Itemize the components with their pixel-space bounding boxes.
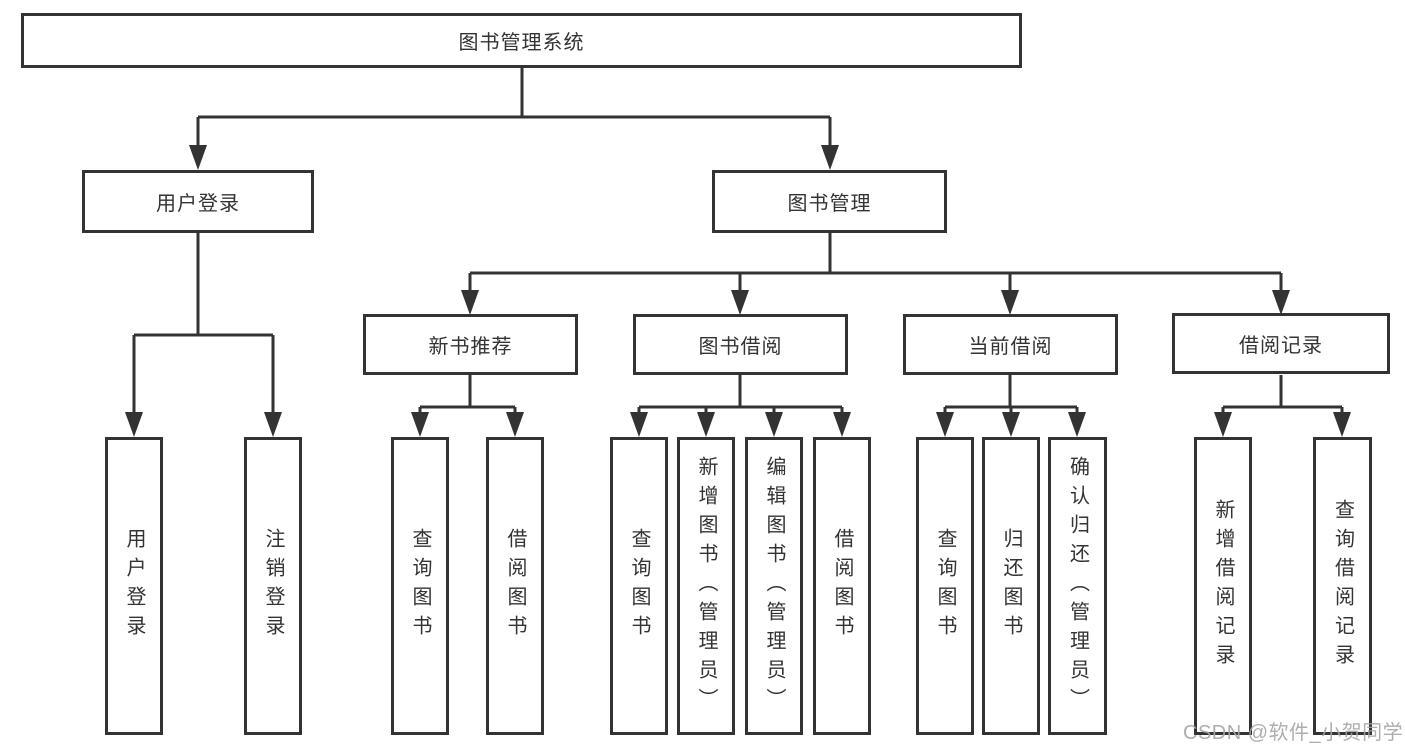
connector-edges [132, 68, 1344, 414]
leaf-return-books: 归还图书 [982, 437, 1040, 735]
node-book-management-branch: 图书管理 [712, 170, 947, 233]
leaf-edit-books-admin: 编辑图书（管理员） [745, 437, 803, 735]
leaf-newbooks-borrow-books: 借阅图书 [486, 437, 544, 735]
leaf-logout: 注销登录 [244, 437, 302, 735]
node-root-system: 图书管理系统 [21, 13, 1022, 68]
leaf-user-login: 用户登录 [105, 437, 163, 735]
leaf-borrow-query-books: 查询图书 [610, 437, 668, 735]
node-new-book-recommend: 新书推荐 [363, 314, 578, 375]
leaf-current-query-books: 查询图书 [916, 437, 974, 735]
watermark-text: CSDN @软件_小贺同学 [1183, 722, 1404, 744]
leaf-query-borrow-record: 查询借阅记录 [1313, 437, 1372, 735]
leaf-add-borrow-record: 新增借阅记录 [1194, 437, 1252, 735]
node-user-login-branch: 用户登录 [82, 170, 314, 233]
leaf-confirm-return-admin: 确认归还（管理员） [1048, 437, 1107, 735]
leaf-newbooks-query-books: 查询图书 [391, 437, 449, 735]
leaf-add-books-admin: 新增图书（管理员） [677, 437, 735, 735]
node-borrow-records: 借阅记录 [1172, 313, 1390, 374]
leaf-borrow-books: 借阅图书 [813, 437, 871, 735]
node-current-borrow: 当前借阅 [903, 314, 1118, 375]
node-book-borrow: 图书借阅 [633, 314, 848, 375]
arrowheads [125, 145, 1351, 437]
